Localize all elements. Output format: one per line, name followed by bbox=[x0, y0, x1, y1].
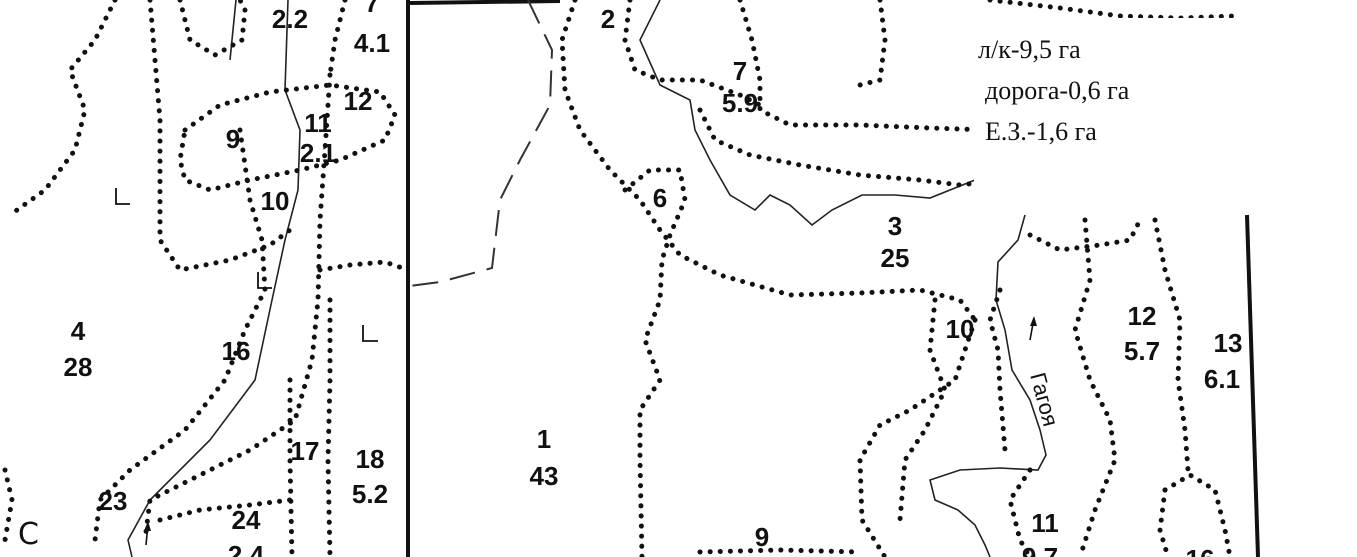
flow-arrow-icon bbox=[1029, 316, 1037, 341]
parcel-area-9.7: 9.7 bbox=[1022, 542, 1058, 557]
parcel-area-4.1: 4.1 bbox=[354, 28, 390, 58]
parcel-number-2-center: 2 bbox=[601, 4, 615, 34]
parcel-area-6.1: 6.1 bbox=[1204, 364, 1240, 394]
contour-left-c bbox=[177, 0, 248, 58]
parcel-number-9-center: 9 bbox=[755, 522, 769, 552]
parcel-area-2.1: 2.1 bbox=[300, 138, 336, 168]
parcel-number-12-left: 12 bbox=[344, 86, 373, 116]
contour-center-g bbox=[857, 317, 978, 557]
quarter-boundary-line-right bbox=[1245, 214, 1260, 557]
contour-center-c bbox=[737, 0, 993, 133]
legend: л/к-9,5 га дорога-0,6 га Е.З.-1,6 га bbox=[974, 18, 1250, 214]
meadow-symbol bbox=[362, 325, 378, 342]
parcel-number-7-center: 7 bbox=[733, 56, 747, 86]
parcel-area-28: 28 bbox=[64, 352, 93, 382]
contour-left-g bbox=[142, 72, 333, 543]
river-name-label: Гагоя bbox=[1025, 370, 1063, 429]
contour-center-f bbox=[622, 167, 688, 557]
contour-left-j bbox=[287, 377, 295, 557]
parcel-number-10-left: 10 bbox=[261, 186, 290, 216]
contour-center-a bbox=[559, 0, 978, 323]
quarter-boundary-line-top bbox=[409, 0, 561, 5]
contour-center-h bbox=[897, 297, 948, 523]
parcel-area-2.4: 2.4 bbox=[228, 540, 265, 557]
contour-left-e bbox=[177, 82, 398, 193]
parcel-area-5.9: 5.9 bbox=[722, 88, 758, 118]
road bbox=[409, 0, 554, 287]
contour-right-d bbox=[1152, 217, 1191, 473]
parcel-number-12-right: 12 bbox=[1128, 301, 1157, 331]
contour-right-c bbox=[1072, 217, 1118, 557]
contour-center-e bbox=[697, 107, 988, 188]
contour-left-i bbox=[325, 297, 333, 557]
contour-center-i bbox=[987, 0, 1237, 21]
stream-center bbox=[639, 0, 986, 227]
contour-left-l bbox=[2, 467, 15, 543]
parcel-number-3-center: 3 bbox=[888, 211, 902, 241]
contour-left-h bbox=[317, 259, 411, 273]
parcel-label-2.2: 2.2 bbox=[272, 4, 308, 34]
flow-arrow-icon bbox=[144, 521, 151, 546]
parcel-number-10-right: 10 bbox=[946, 314, 975, 344]
legend-line-1: л/к-9,5 га bbox=[978, 35, 1081, 64]
legend-line-3: Е.З.-1,6 га bbox=[985, 117, 1097, 146]
parcel-area-25: 25 bbox=[881, 243, 910, 273]
meadow-symbol bbox=[115, 188, 130, 205]
contour-right-e bbox=[1162, 472, 1233, 557]
contour-right-b bbox=[1027, 217, 1143, 253]
contour-left-k bbox=[157, 497, 293, 523]
parcel-number-24-left: 24 bbox=[232, 505, 261, 535]
parcel-number-11-right: 11 bbox=[1031, 508, 1059, 538]
contour-left-b bbox=[147, 0, 293, 273]
parcel-area-5.2: 5.2 bbox=[352, 479, 388, 509]
parcel-number-23-left: 23 bbox=[99, 486, 128, 516]
parcel-number-1-center: 1 bbox=[537, 424, 551, 454]
parcel-number-16-right: 16 bbox=[1186, 544, 1215, 557]
parcel-area-5.7: 5.7 bbox=[1124, 336, 1160, 366]
parcel-number-16-left: 16 bbox=[222, 336, 251, 366]
parcel-number-9-left: 9 bbox=[226, 124, 240, 154]
stream-left-edge bbox=[229, 0, 237, 61]
contour-right-g bbox=[1007, 467, 1033, 557]
parcel-number-7-left: 7 bbox=[365, 0, 379, 18]
parcel-number-13-right: 13 bbox=[1214, 328, 1243, 358]
stream-left bbox=[127, 0, 301, 557]
parcel-number-18-left: 18 bbox=[356, 444, 385, 474]
parcel-number-4-left: 4 bbox=[71, 316, 86, 346]
contour-center-d bbox=[857, 0, 888, 88]
contour-left-a bbox=[7, 0, 118, 218]
contour-left-f bbox=[92, 127, 268, 543]
parcel-number-6-center: 6 bbox=[653, 183, 667, 213]
parcel-number-17-left: 17 bbox=[291, 436, 320, 466]
contour-center-b bbox=[622, 0, 763, 108]
contour-right-a bbox=[987, 287, 1008, 453]
meadow-symbol bbox=[257, 272, 272, 289]
contour-right-f bbox=[1157, 487, 1171, 557]
parcel-area-43: 43 bbox=[530, 461, 559, 491]
contour-left-d bbox=[327, 0, 348, 78]
river-gagoya bbox=[929, 214, 1047, 557]
corner-letter: С bbox=[18, 517, 39, 552]
contour-center-j bbox=[697, 547, 863, 555]
parcel-number-11-left: 11 bbox=[304, 108, 332, 138]
legend-line-2: дорога-0,6 га bbox=[985, 76, 1130, 105]
